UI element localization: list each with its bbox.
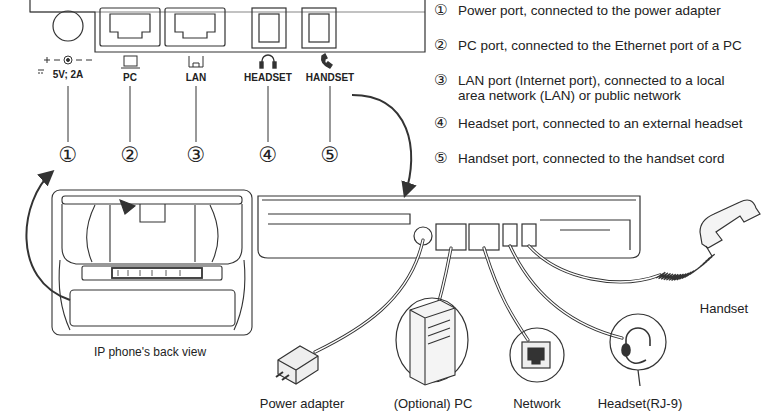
handset <box>700 200 760 256</box>
port-label: HANDSET <box>306 70 354 85</box>
coiled-cord <box>656 254 715 280</box>
device-name: Network <box>513 396 561 411</box>
phone-back-view <box>52 190 252 335</box>
port-description: Power port, connected to the power adapt… <box>458 3 753 18</box>
device-circle <box>510 328 564 382</box>
device-name: (Optional) PC <box>394 396 473 411</box>
device-label: Headset(RJ-9) <box>595 395 686 412</box>
callout-number: ① <box>59 144 78 167</box>
caption-text: IP phone's back view <box>94 345 206 360</box>
pc-tower <box>410 300 455 385</box>
port-description: LAN port (Internet port), connected to a… <box>458 73 753 103</box>
device-name: Power adapter <box>260 396 345 411</box>
power-jack <box>53 11 83 41</box>
callout-number: ⑤ <box>321 144 340 167</box>
callout-number: ④ <box>434 115 447 132</box>
device-label: Power adapter <box>257 395 348 412</box>
pointer-arrow <box>352 95 411 195</box>
device-name: Headset(RJ-9) <box>598 396 683 411</box>
callout-number: ② <box>434 37 447 54</box>
port-label: PC <box>123 70 137 85</box>
callout-number: ② <box>121 144 140 167</box>
port-description: PC port, connected to the Ethernet port … <box>458 38 753 53</box>
device-circle <box>610 314 666 370</box>
callout-number: ① <box>434 2 447 19</box>
lan-icon <box>189 56 203 67</box>
device-label: Network <box>510 395 564 412</box>
rj9-jack <box>302 8 336 48</box>
port-description: Headset port, connected to an external h… <box>458 116 753 131</box>
device-name: Handset <box>700 301 748 316</box>
pc-icon <box>121 56 140 68</box>
pointer-arrow <box>26 172 70 300</box>
headset <box>622 328 650 386</box>
power-adapter <box>276 346 318 384</box>
port-label: HEADSET <box>244 70 292 85</box>
port-label: LAN <box>186 70 207 85</box>
callout-number: ④ <box>259 144 278 167</box>
callout-number: ③ <box>434 72 447 89</box>
device-label: Handset <box>697 300 751 317</box>
handset-icon <box>322 54 332 68</box>
port-strip <box>30 0 425 52</box>
rj45-jack <box>100 8 160 46</box>
port-description: Handset port, connected to the handset c… <box>458 151 753 166</box>
callout-number: ⑤ <box>434 150 447 167</box>
phone-back-panel <box>258 196 640 258</box>
wall-jack <box>522 342 550 368</box>
cable <box>315 240 660 352</box>
leader-line <box>68 86 330 142</box>
rj45-jack <box>165 8 225 46</box>
callout-number: ③ <box>187 144 206 167</box>
headset-icon <box>260 55 276 68</box>
rj9-jack <box>252 8 286 48</box>
device-label: (Optional) PC <box>391 395 476 412</box>
port-label: 5V; 2A <box>53 67 84 82</box>
